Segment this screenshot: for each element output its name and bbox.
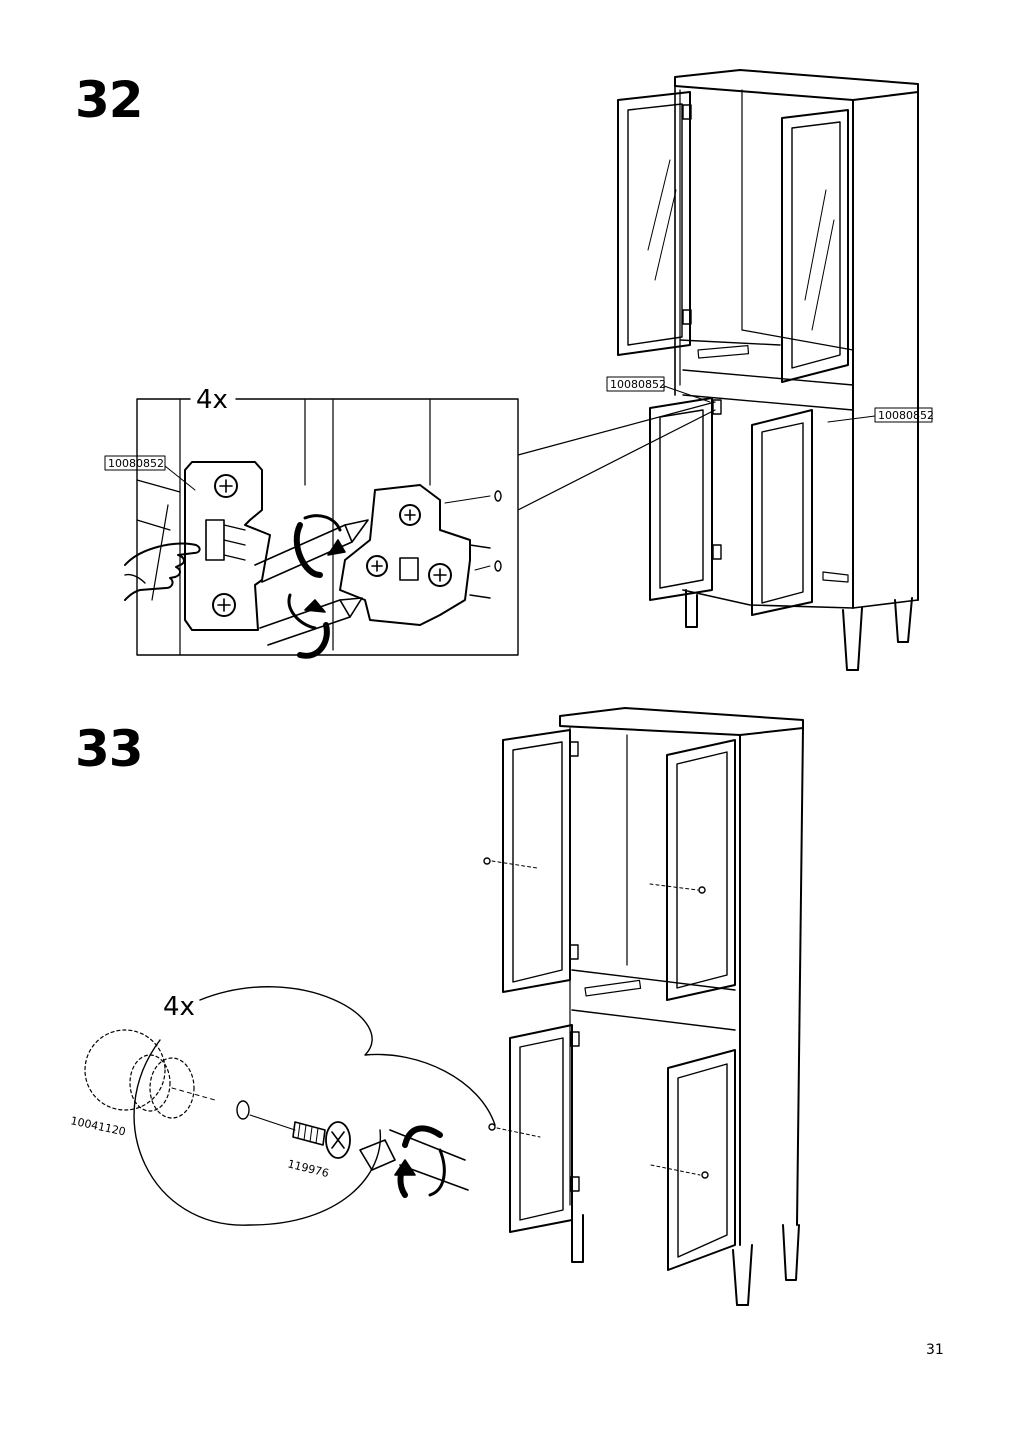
step-32-cabinet: 10080852 10080852 (606, 69, 934, 671)
step-32-detail-part-label: 10080852 (108, 457, 164, 470)
step-32-detail: 4x 10080852 (104, 385, 716, 659)
hand-pointer-icon (124, 542, 201, 601)
hinge-icon (339, 484, 491, 626)
step-33-knob-part: 10041120 (69, 1114, 126, 1138)
rotate-arrow-icon (394, 1125, 446, 1198)
page-number: 31 (926, 1342, 944, 1358)
step-32-cabinet-part-label-left: 10080852 (610, 378, 666, 391)
step-32-cabinet-part-label-right: 10080852 (878, 409, 934, 422)
step-32-quantity: 4x (196, 385, 228, 415)
knob-icon (84, 1029, 216, 1119)
step-33-detail: 4x 10041120 119976 (69, 986, 496, 1226)
step-33-number: 33 (75, 720, 144, 778)
step-33-cabinet (483, 707, 804, 1306)
step-33-screw-part: 119976 (286, 1157, 330, 1180)
rotate-arrow-icon (287, 514, 346, 659)
hinge-icon (184, 461, 271, 631)
step-32-number: 32 (75, 71, 144, 129)
screw-icon (292, 1121, 351, 1159)
step-33-quantity: 4x (163, 992, 195, 1022)
